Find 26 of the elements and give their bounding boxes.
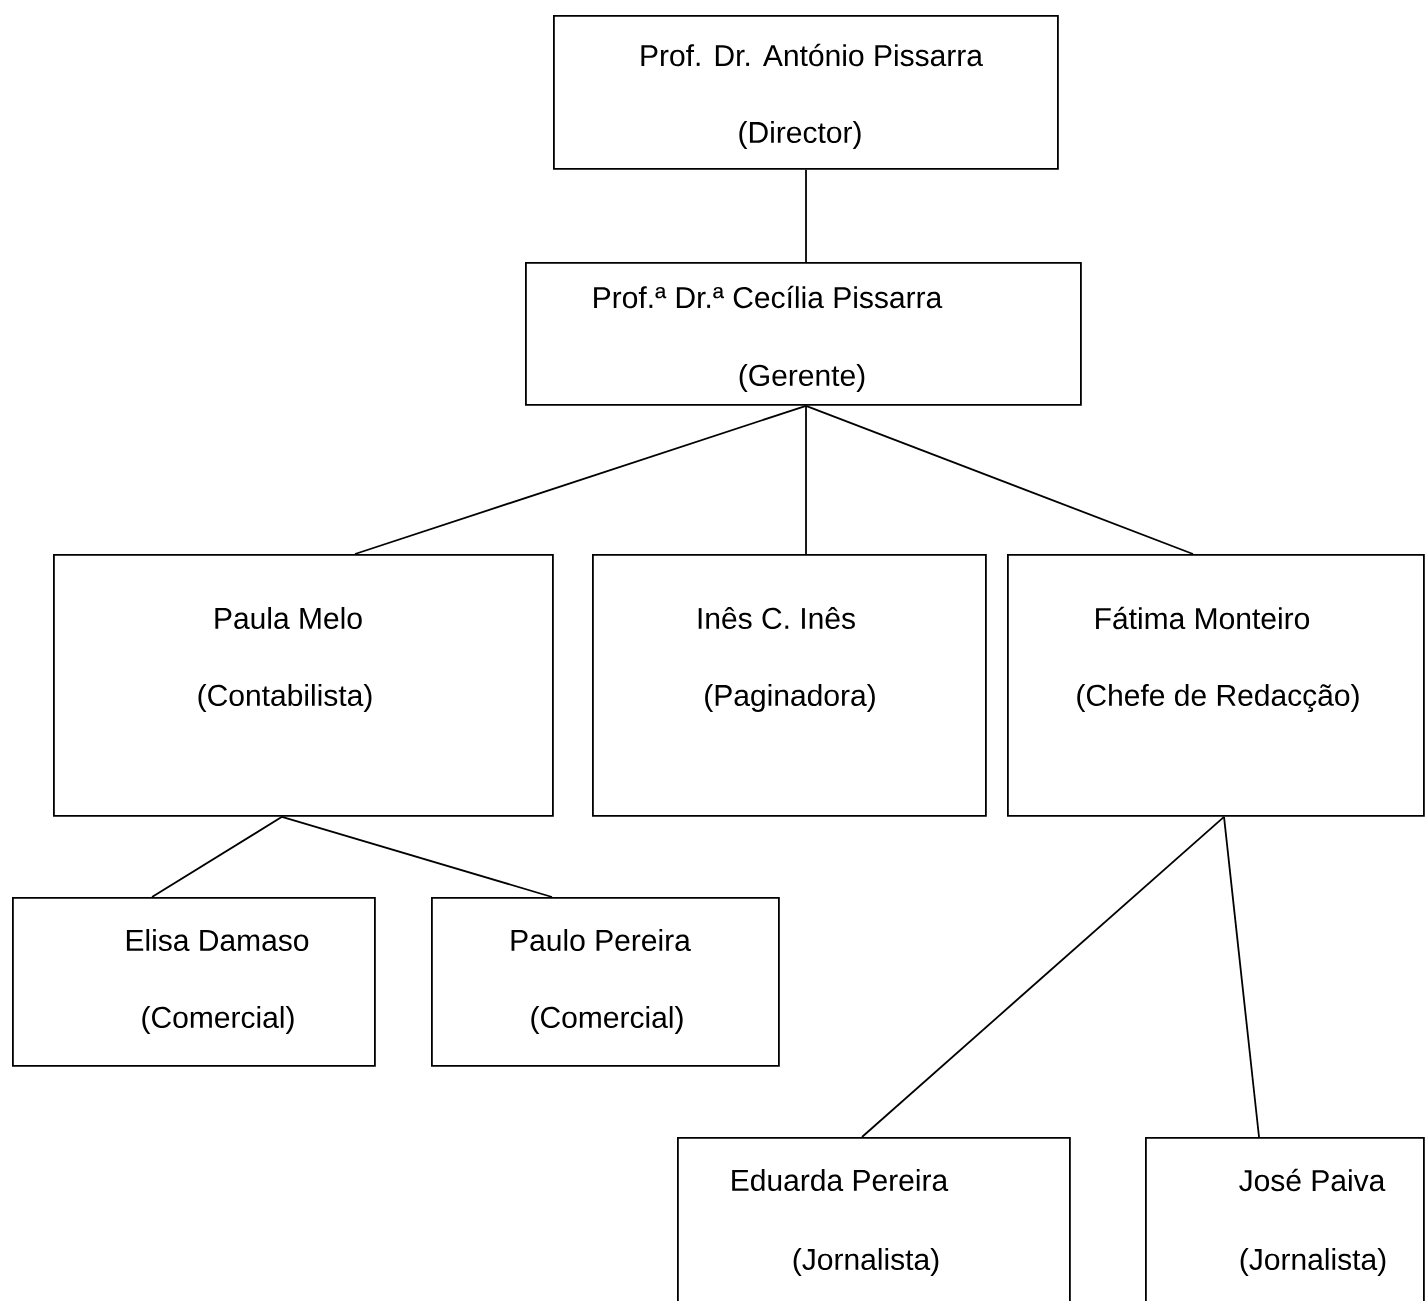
role-text: (Gerente) <box>739 364 865 392</box>
person-name: José Paiva <box>1239 1168 1386 1192</box>
person-name: Fátima Monteiro <box>1096 606 1310 630</box>
role-text: (Jornalista) <box>1240 1248 1386 1276</box>
connector-line <box>1223 815 1260 1138</box>
person-name: Inês C. Inês <box>698 606 855 630</box>
person-name: Paulo Pereira <box>511 929 691 951</box>
connector-line <box>354 404 807 555</box>
role-text: (Comercial) <box>142 1006 294 1034</box>
person-name: Prof. Dr. António Pissarra <box>641 43 983 67</box>
connector-line <box>805 168 807 263</box>
role-text: (Contabilista) <box>198 684 372 712</box>
person-name: Eduarda Pereira <box>732 1169 949 1191</box>
person-name: Paula Melo <box>215 607 362 629</box>
role-text: (Comercial) <box>531 1006 683 1034</box>
connector-line <box>151 815 283 898</box>
person-name: Elisa Damaso <box>126 929 309 951</box>
connector-line <box>861 815 1225 1138</box>
connector-line <box>805 404 807 555</box>
role-text: (Paginadora) <box>705 684 875 712</box>
role-text: (Director) <box>739 121 861 149</box>
person-name: Prof.ª Dr.ª Cecília Pissarra <box>594 285 943 309</box>
role-text: (Chefe de Redacção) <box>1077 683 1359 713</box>
connector-line <box>805 404 1194 555</box>
role-text: (Jornalista) <box>793 1248 939 1276</box>
connector-line <box>281 815 553 898</box>
